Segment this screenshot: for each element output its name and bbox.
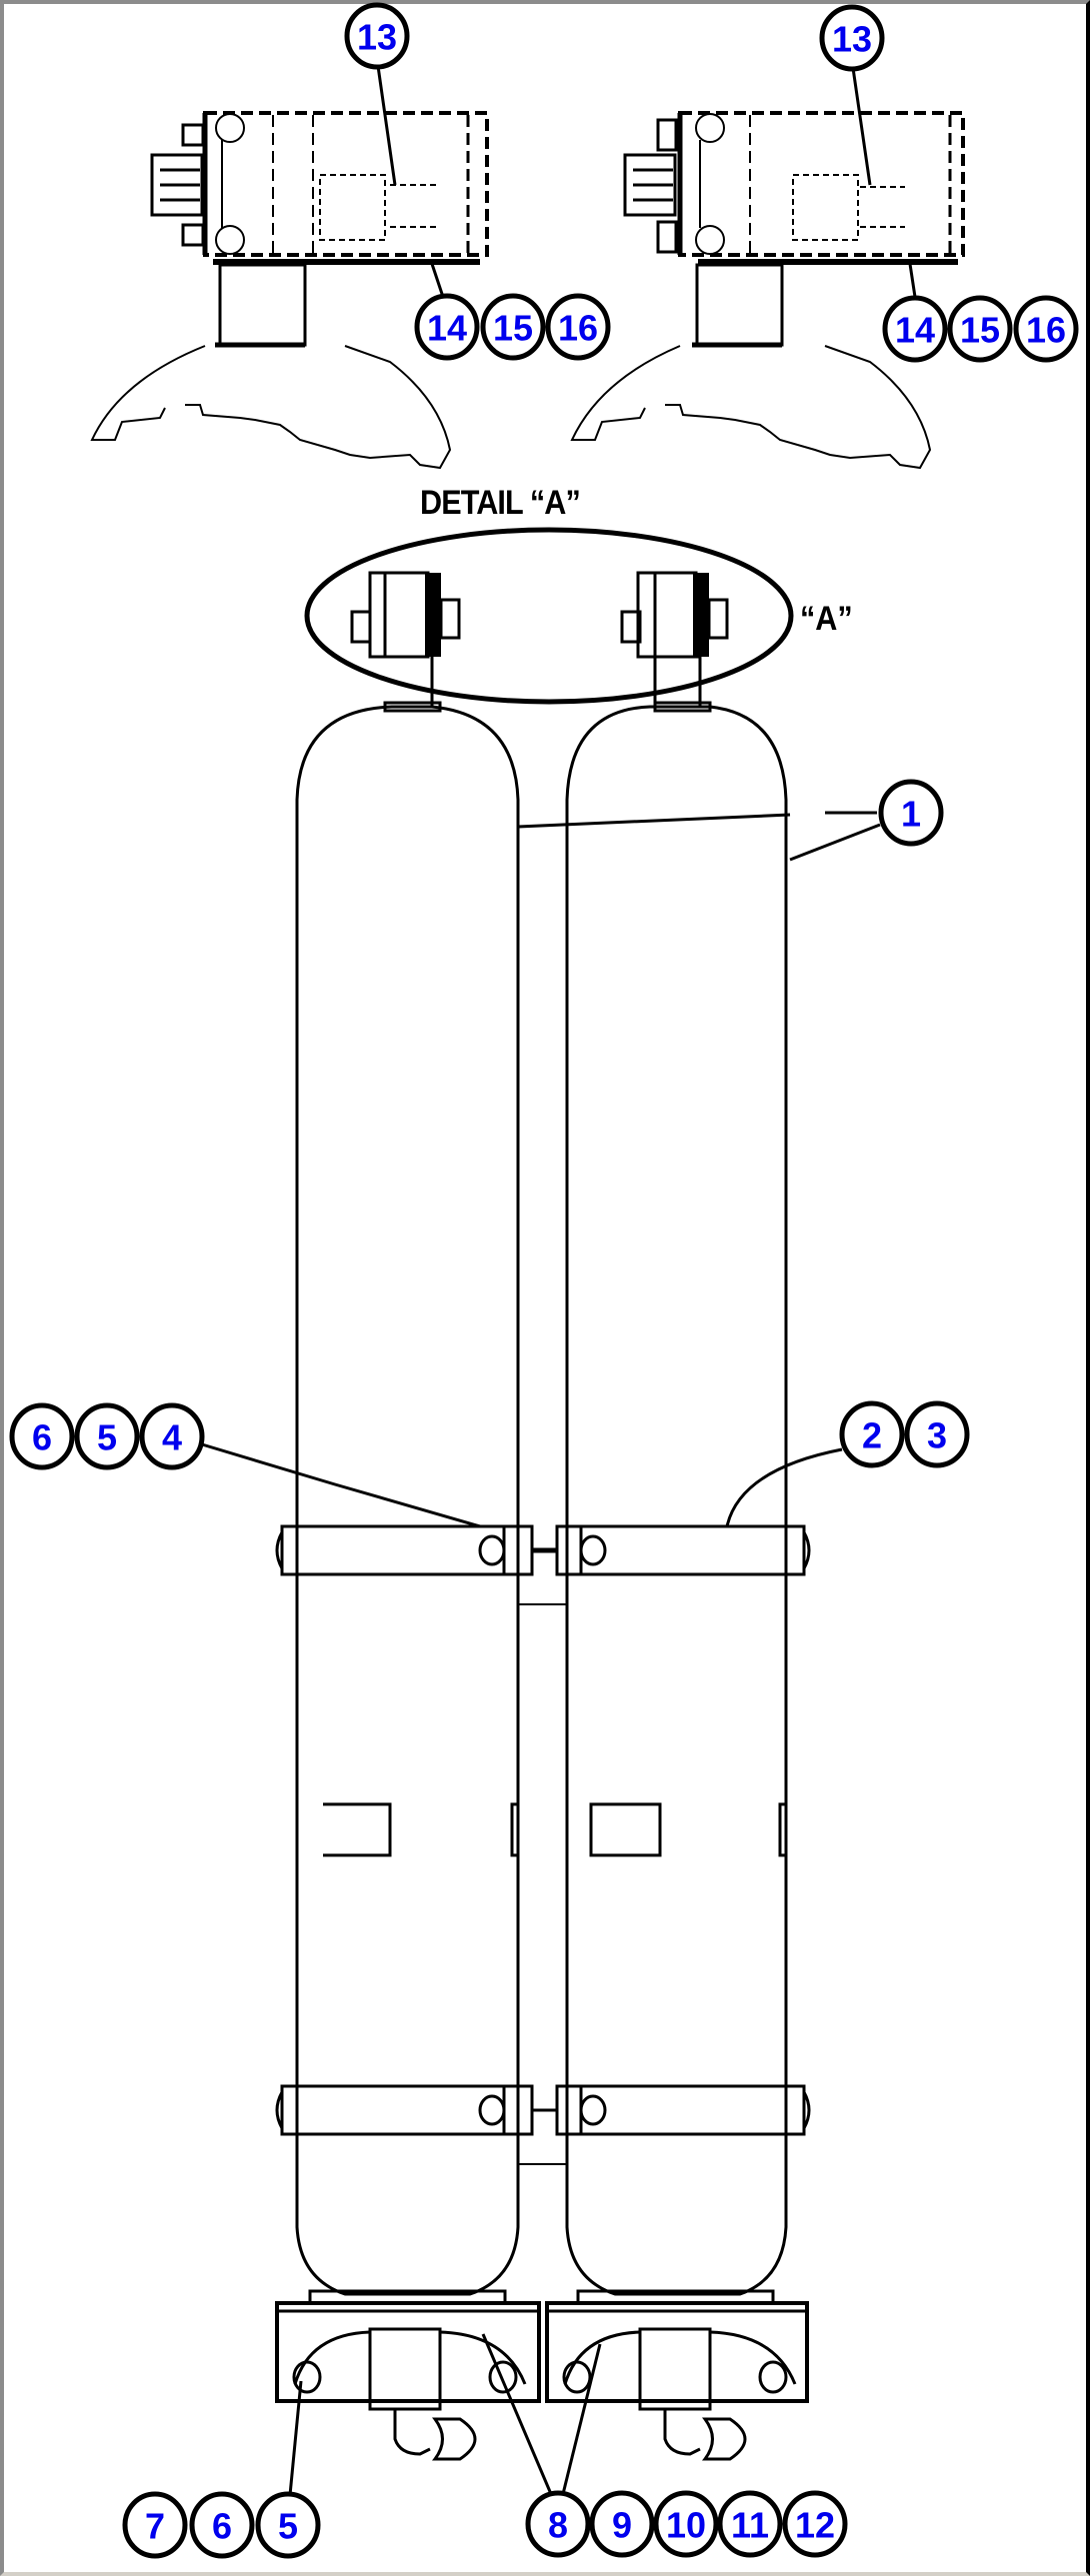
callout-number: 5: [97, 1417, 117, 1458]
callout-circle: [947, 295, 1013, 363]
callout-number: 13: [832, 19, 872, 60]
callout-circle: [122, 2491, 188, 2559]
callout-c3: 3: [904, 1400, 970, 1468]
callout-c16-left: 16: [545, 293, 611, 361]
callout-number: 14: [895, 310, 935, 351]
callout-circle: [589, 2490, 655, 2558]
callout-circle: [344, 2, 410, 70]
callout-circle: [1013, 295, 1079, 363]
cylinder-connectors: [517, 813, 791, 2165]
callout-c12: 12: [782, 2490, 848, 2558]
cylinder-left: [295, 701, 520, 2296]
callout-c6-top: 6: [9, 1402, 75, 1470]
callout-c14-left: 14: [414, 293, 480, 361]
callout-number: 7: [145, 2506, 165, 2547]
callout-circle: [782, 2490, 848, 2558]
callout-number: 2: [862, 1415, 882, 1456]
callout-number: 11: [731, 2505, 769, 2546]
callout-circle: [717, 2490, 783, 2558]
callout-c1: 1: [878, 779, 944, 847]
callout-circle: [189, 2491, 255, 2559]
valve-detail-left: [90, 65, 489, 470]
callout-number: 6: [32, 1417, 52, 1458]
callout-number: 16: [1026, 310, 1066, 351]
callout-circle: [653, 2490, 719, 2558]
callout-number: 14: [427, 308, 467, 349]
view-a-label: “A”: [800, 600, 853, 638]
callout-circle: [904, 1400, 970, 1468]
callout-number: 8: [548, 2505, 568, 2546]
callout-c13-left: 13: [344, 2, 410, 70]
callout-c8: 8: [525, 2490, 591, 2558]
callout-c14-right: 14: [882, 295, 948, 363]
detail-a-view: [304, 527, 794, 709]
callout-c15-left: 15: [480, 293, 546, 361]
callout-c9: 9: [589, 2490, 655, 2558]
callout-c13-right: 13: [819, 4, 885, 72]
callout-circle: [9, 1402, 75, 1470]
callout-number: 13: [357, 17, 397, 58]
base-left: [275, 2289, 541, 2461]
callout-c15-right: 15: [947, 295, 1013, 363]
callout-number: 12: [795, 2505, 835, 2546]
callout-circle: [545, 293, 611, 361]
callout-c5-bot: 5: [255, 2491, 321, 2559]
callout-c7: 7: [122, 2491, 188, 2559]
callout-c10: 10: [653, 2490, 719, 2558]
strap-upper: [275, 1524, 811, 1576]
callout-number: 3: [927, 1415, 947, 1456]
callout-number: 6: [212, 2506, 232, 2547]
callout-c4: 4: [139, 1402, 205, 1470]
callout-c16-right: 16: [1013, 295, 1079, 363]
callout-number: 15: [493, 308, 533, 349]
valve-detail-right: [570, 67, 965, 470]
leader-lines: [201, 811, 881, 2496]
callout-circle: [139, 1402, 205, 1470]
callout-c6-bot: 6: [189, 2491, 255, 2559]
callout-c2: 2: [839, 1400, 905, 1468]
callout-circle: [819, 4, 885, 72]
callout-circle: [882, 295, 948, 363]
callout-circle: [255, 2491, 321, 2559]
callout-circle: [480, 293, 546, 361]
callout-number: 9: [612, 2505, 632, 2546]
callout-number: 5: [278, 2506, 298, 2547]
callout-circle: [525, 2490, 591, 2558]
callout-number: 1: [901, 794, 921, 835]
strap-lower: [275, 2084, 811, 2136]
callout-number: 16: [558, 308, 598, 349]
callout-circle: [414, 293, 480, 361]
callout-circle: [878, 779, 944, 847]
cylinder-right: [565, 701, 788, 2296]
callout-c11: 11: [717, 2490, 783, 2558]
callout-c5-top: 5: [74, 1402, 140, 1470]
callout-circle: [74, 1402, 140, 1470]
callout-number: 10: [666, 2505, 706, 2546]
callout-number: 15: [960, 310, 1000, 351]
callout-circle: [839, 1400, 905, 1468]
base-right: [545, 2289, 809, 2461]
detail-a-title: DETAIL “A”: [420, 484, 581, 522]
callout-number: 4: [162, 1417, 182, 1458]
